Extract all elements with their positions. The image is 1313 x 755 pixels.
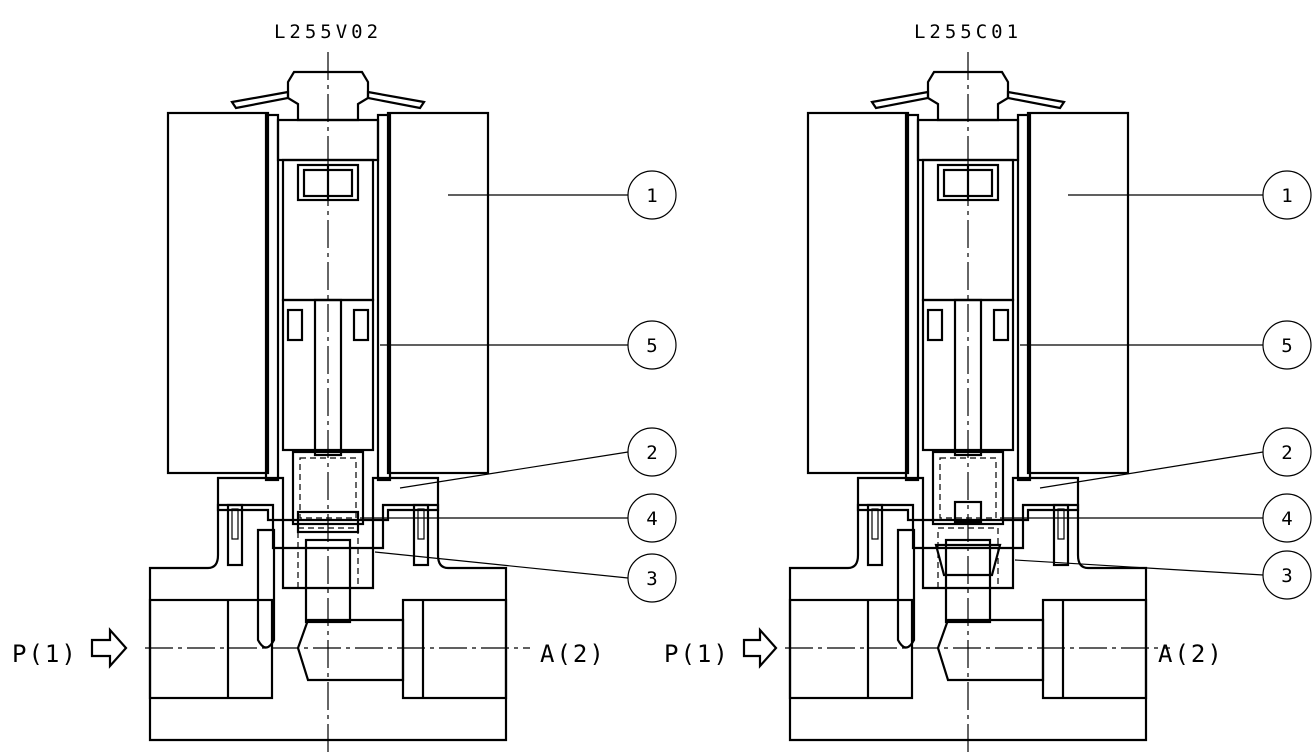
valve-right-callout-4 xyxy=(1262,493,1312,543)
valve-right-callout-1-label: 1 xyxy=(1281,185,1292,207)
valve-left-flow-arrow-icon xyxy=(90,627,128,669)
valve-left-callout-2-label: 2 xyxy=(646,442,657,464)
valve-right-callout-2 xyxy=(1262,427,1312,477)
valve-right-port-out-label: A(2) xyxy=(1158,640,1224,668)
valve-right-port-in-label: P(1) xyxy=(664,640,730,668)
valve-left-model-title: L255V02 xyxy=(274,21,382,43)
valve-left-callout-5-label: 5 xyxy=(646,335,657,357)
valve-left: L255V02 P(1) A(2) 1 5 2 4 3 xyxy=(12,21,677,755)
valve-left-port-in-label: P(1) xyxy=(12,640,78,668)
valve-right-flow-arrow-icon xyxy=(742,627,778,669)
valve-left-port-out-label: A(2) xyxy=(540,640,606,668)
valve-left-seal xyxy=(296,510,360,534)
valve-right-callout-1 xyxy=(1262,170,1312,220)
valve-right-seat xyxy=(934,543,1002,577)
valve-left-callout-5 xyxy=(627,320,677,370)
valve-right-poppet xyxy=(953,500,983,524)
valve-right-callout-3 xyxy=(1262,550,1312,600)
valve-right: L255C01 P(1) A(2) 1 5 2 4 3 xyxy=(664,21,1312,755)
valve-right-callout-5 xyxy=(1262,320,1312,370)
valve-right-callout-2-label: 2 xyxy=(1281,442,1292,464)
valve-left-callout-4 xyxy=(627,493,677,543)
valve-right-callout-5-label: 5 xyxy=(1281,335,1292,357)
valve-right-section xyxy=(788,50,1148,755)
valve-left-callout-1-label: 1 xyxy=(646,185,657,207)
valve-left-callout-2 xyxy=(627,427,677,477)
valve-right-model-title: L255C01 xyxy=(914,21,1022,43)
valve-left-section xyxy=(148,50,508,755)
valve-right-callout-3-label: 3 xyxy=(1281,565,1292,587)
valve-left-callout-3 xyxy=(627,553,677,603)
valve-left-callout-3-label: 3 xyxy=(646,568,657,590)
valve-left-callout-1 xyxy=(627,170,677,220)
valve-right-callout-4-label: 4 xyxy=(1281,508,1292,530)
valve-left-callout-4-label: 4 xyxy=(646,508,657,530)
